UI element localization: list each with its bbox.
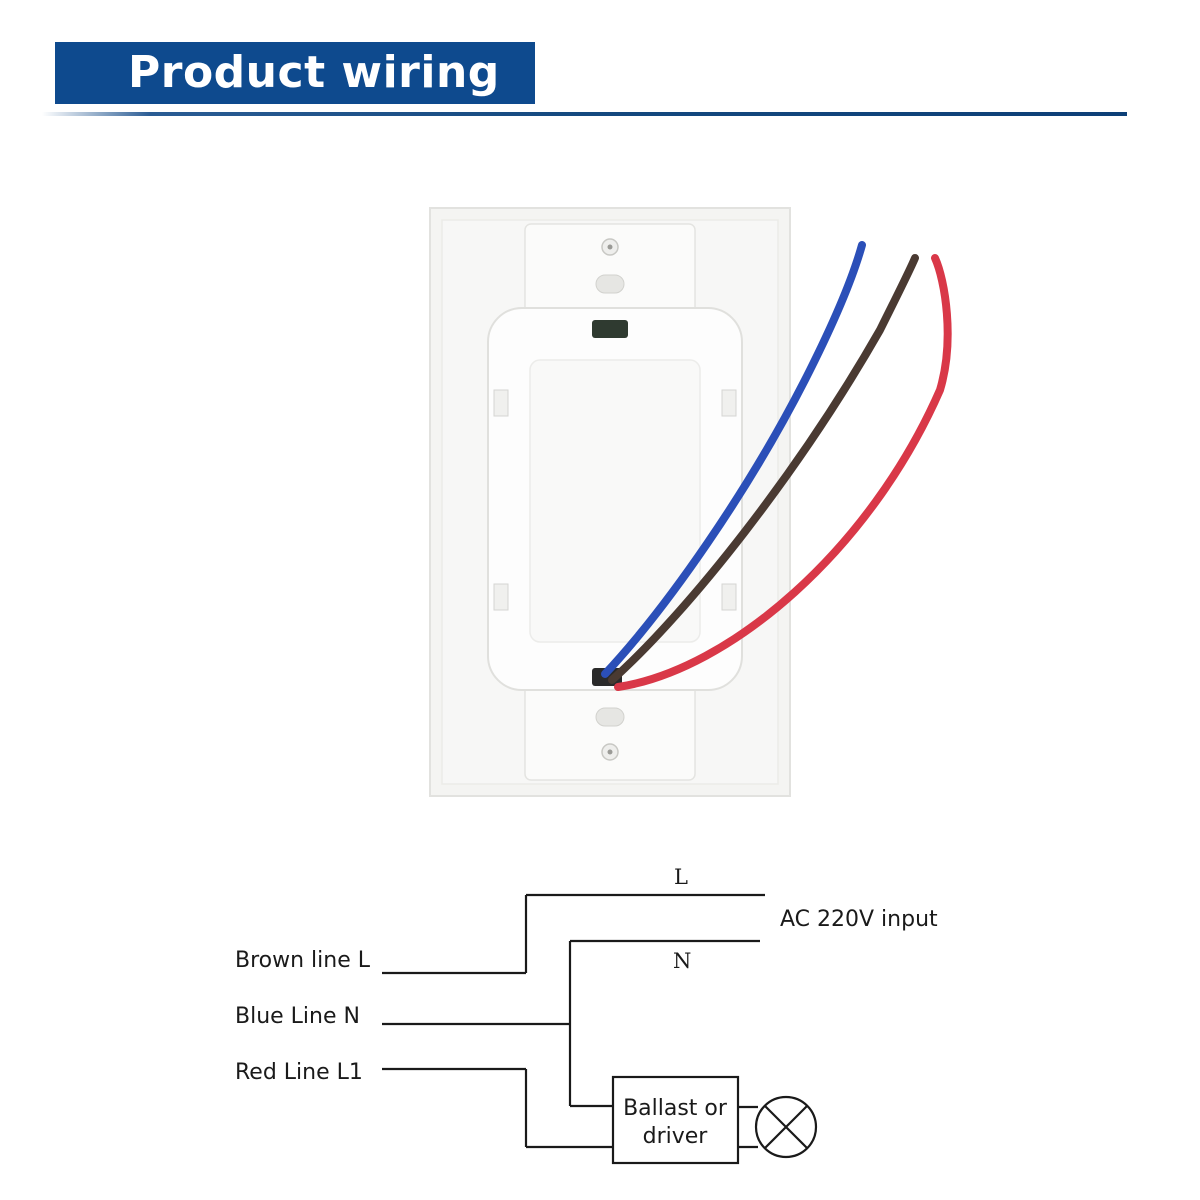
line-n-label: N	[673, 949, 691, 973]
input-label: AC 220V input	[780, 907, 938, 932]
wiring-diagram: L N AC 220V input Brown line L Blue Line…	[235, 865, 938, 1165]
ballast-box	[611, 1075, 740, 1165]
top-slot	[595, 274, 625, 294]
brown-wire	[608, 254, 919, 684]
ballast-label-line2: driver	[643, 1124, 709, 1149]
lamp-icon	[754, 1095, 818, 1159]
bottom-slot	[595, 707, 625, 727]
brown-wire-label: Brown line L	[235, 948, 371, 973]
ballast-label-line1: Ballast or	[623, 1096, 728, 1121]
blue-wire-label: Blue Line N	[235, 1004, 360, 1029]
title-banner: Product wiring	[55, 42, 535, 104]
page-title: Product wiring	[128, 47, 500, 98]
title-divider	[42, 112, 1127, 116]
top-connector	[592, 320, 628, 338]
red-wire	[614, 254, 952, 691]
blue-wire	[601, 241, 866, 678]
switch-module-face	[529, 359, 701, 643]
line-l-label: L	[674, 865, 688, 889]
switch-photo	[429, 207, 952, 797]
red-wire-label: Red Line L1	[235, 1060, 363, 1085]
